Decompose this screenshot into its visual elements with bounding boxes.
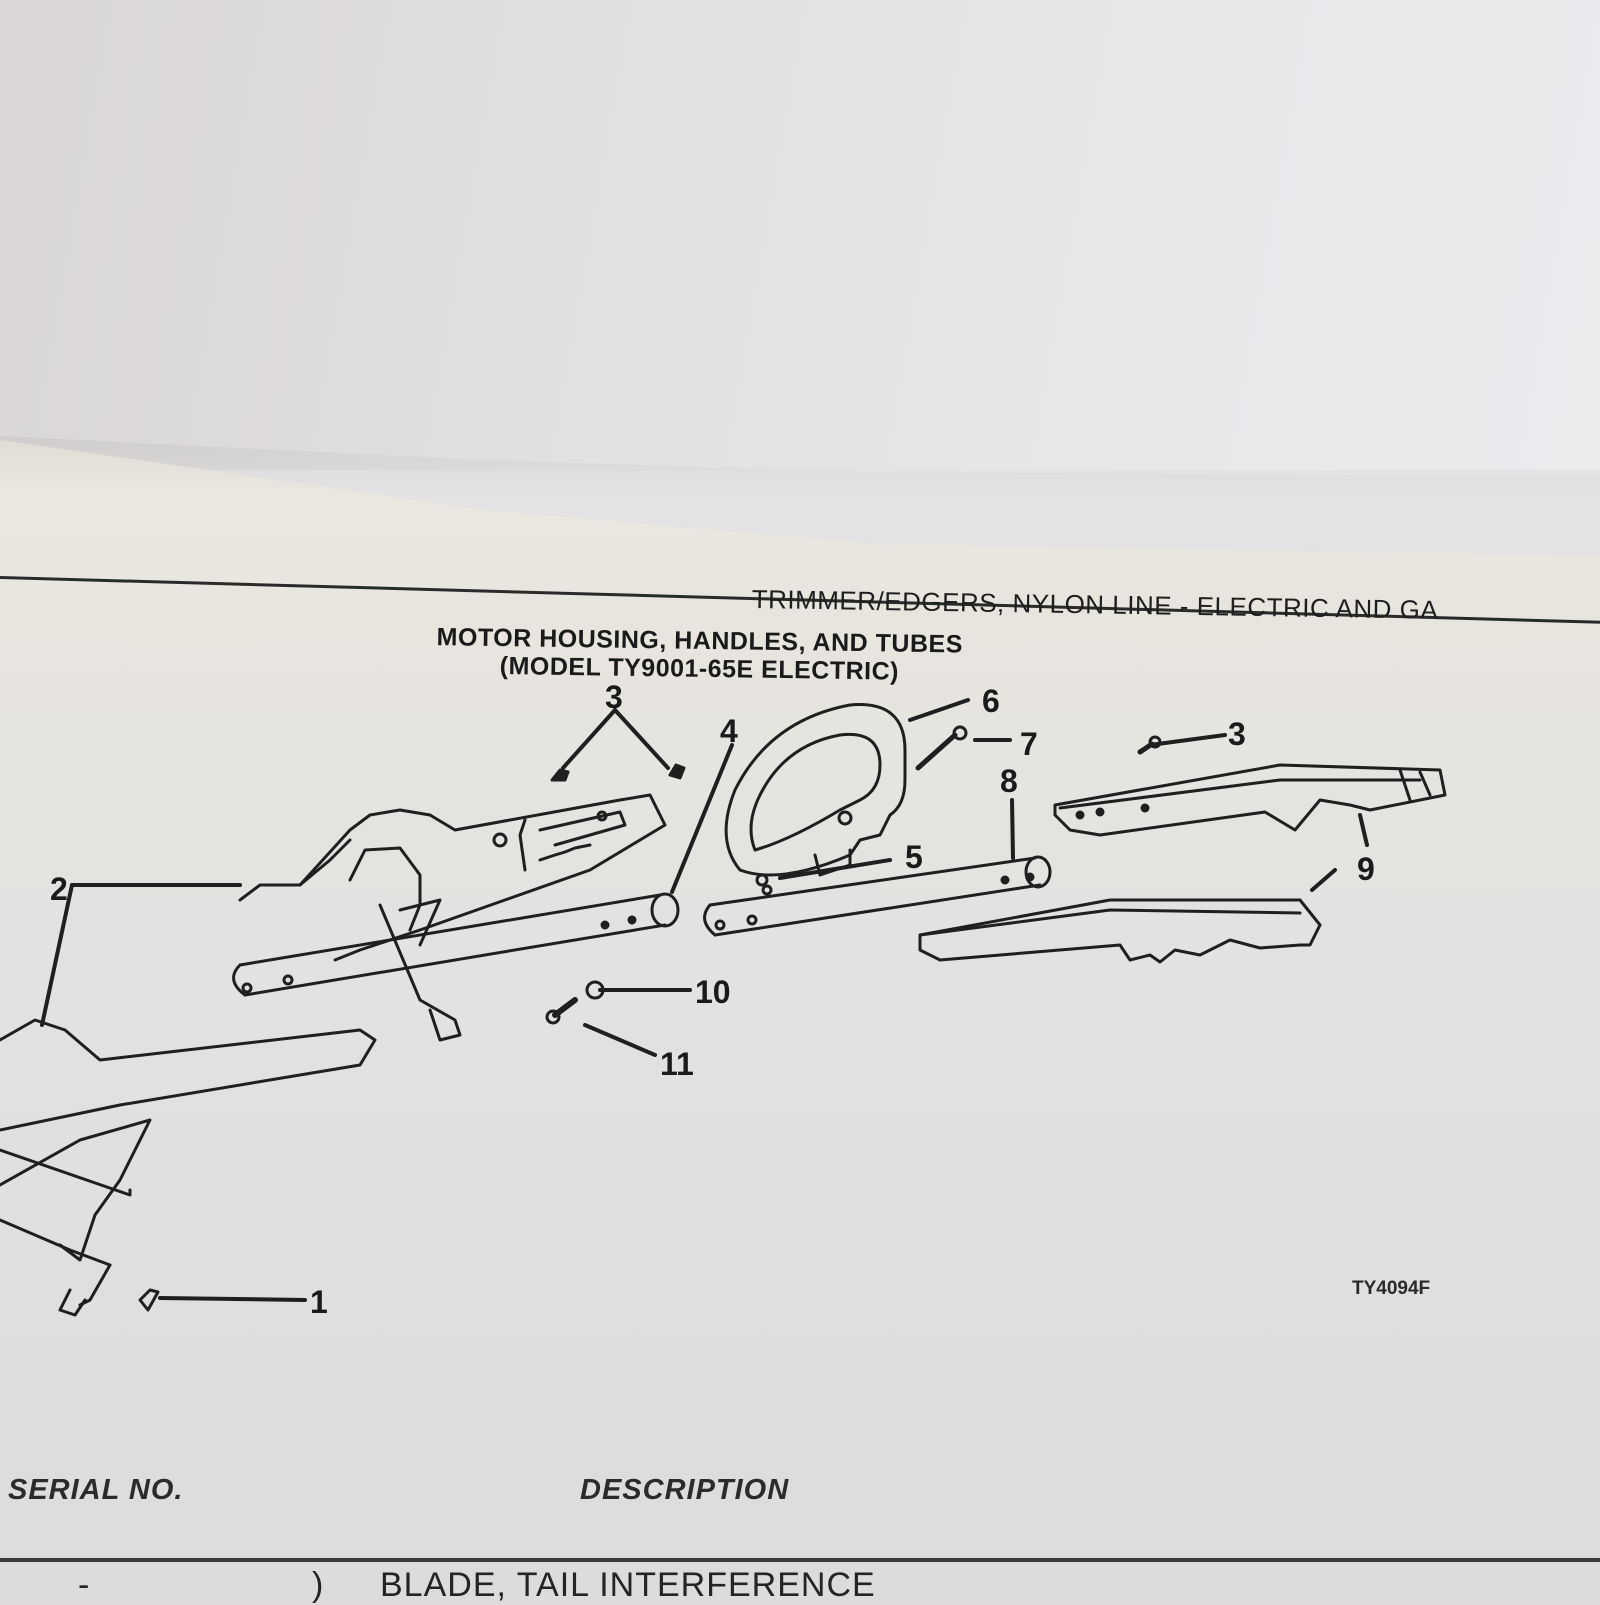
column-header-serial: SERIAL NO.	[8, 1474, 184, 1506]
lower-tube	[232, 892, 680, 997]
handle-half-lower	[918, 898, 1322, 964]
callout-3b: 3	[1228, 716, 1246, 752]
row-bracket: )	[312, 1566, 325, 1604]
callout-numbers: 3 4 6 7 3 8 5 9 2 10 11 1	[50, 679, 1375, 1320]
motor-housing-illustration	[0, 1018, 377, 1317]
table-header-rule	[0, 1558, 1600, 1562]
figure-id: TY4094F	[1352, 1278, 1431, 1299]
callout-1: 1	[310, 1284, 328, 1320]
callout-2: 2	[50, 871, 68, 907]
callout-3a: 3	[605, 679, 623, 715]
handle-half-upper	[1053, 763, 1447, 837]
column-header-description: DESCRIPTION	[580, 1474, 790, 1506]
callout-8: 8	[1000, 763, 1018, 799]
row-description: BLADE, TAIL INTERFERENCE	[380, 1566, 876, 1604]
hardware-screws	[138, 725, 1162, 1312]
background-sheet	[0, 0, 1600, 470]
callout-10: 10	[695, 974, 731, 1010]
row-serial: -	[78, 1566, 91, 1604]
callout-5: 5	[905, 839, 923, 875]
callout-6: 6	[982, 683, 1000, 719]
handle-loop	[724, 703, 907, 877]
leader-lines	[40, 698, 1369, 1302]
upper-tube	[703, 855, 1052, 937]
motor-housing-half	[238, 793, 667, 1042]
callout-9: 9	[1357, 851, 1375, 887]
callout-11: 11	[660, 1046, 694, 1082]
catalog-page	[0, 440, 1600, 1600]
callout-4: 4	[720, 713, 738, 749]
callout-7: 7	[1020, 726, 1038, 762]
